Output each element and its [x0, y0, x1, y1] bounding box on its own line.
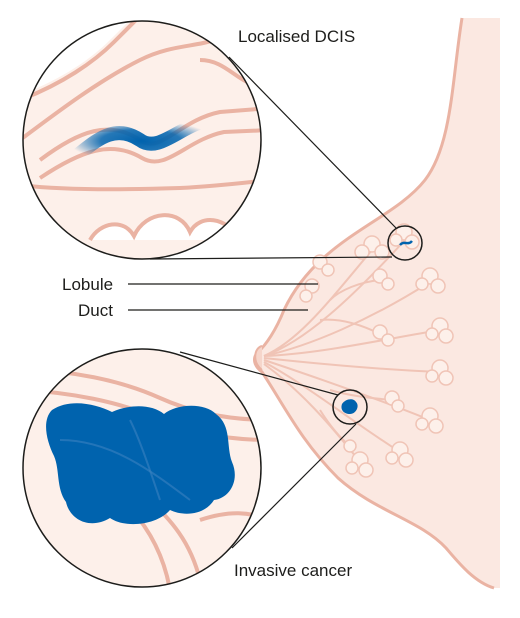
- connector-top-upper: [228, 56, 397, 229]
- tumour-spot: [341, 399, 358, 414]
- tumour-focus-circle: [332, 389, 368, 425]
- nipple: [254, 345, 263, 371]
- label-invasive-cancer: Invasive cancer: [234, 561, 353, 580]
- invasive-magnified-border: [22, 348, 262, 588]
- connector-bot-upper: [179, 351, 339, 396]
- tumour-mass: [46, 403, 235, 525]
- dcis-focus-circle: [387, 225, 423, 261]
- invasive-magnified: [23, 349, 261, 587]
- label-localised-dcis: Localised DCIS: [238, 27, 356, 46]
- dcis-magnified-border: [22, 20, 262, 260]
- connector-bot-lower: [231, 423, 357, 549]
- connector-top-lower: [149, 256, 393, 260]
- breast-body: [254, 18, 500, 588]
- label-lobule: Lobule: [62, 275, 114, 294]
- label-duct: Duct: [78, 301, 113, 320]
- dcis-spot: [399, 240, 413, 246]
- lobules: [299, 223, 454, 478]
- dcis-magnified: [23, 21, 261, 259]
